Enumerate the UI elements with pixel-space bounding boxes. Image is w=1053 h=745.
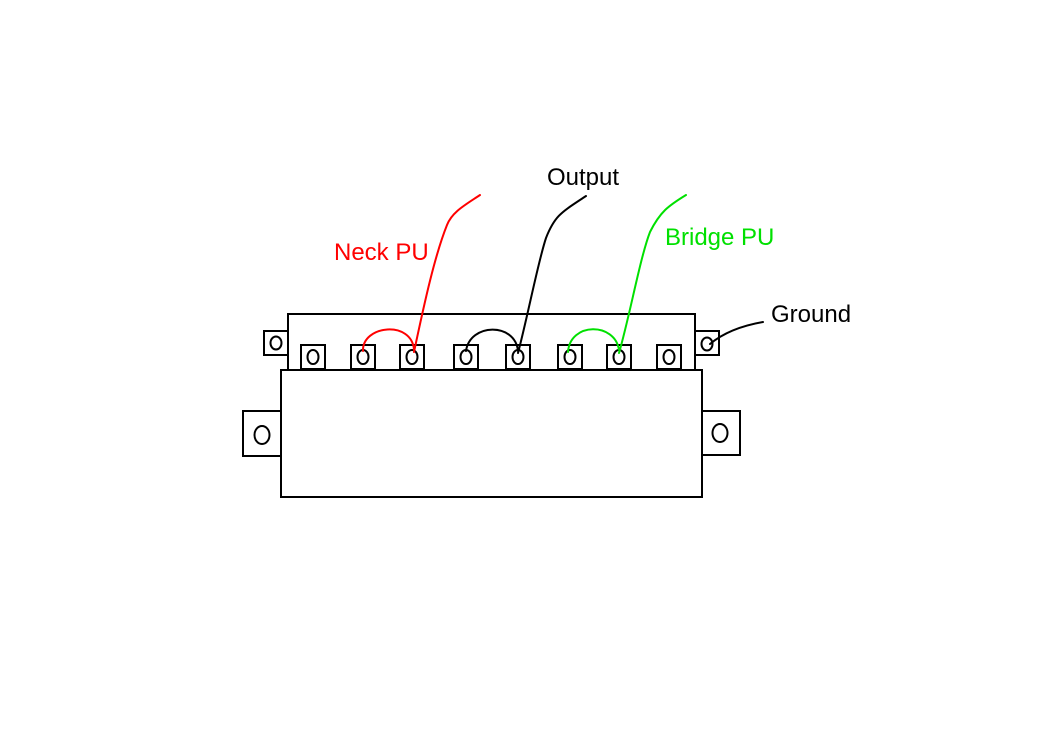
- neck-pu-label: Neck PU: [334, 239, 429, 266]
- terminal-8: [656, 344, 682, 370]
- top-left-tab: [263, 330, 289, 356]
- top-right-tab: [694, 330, 720, 356]
- terminal-6: [557, 344, 583, 370]
- switch-top-housing: [287, 313, 696, 371]
- terminal-1: [300, 344, 326, 370]
- ground-wire: [709, 321, 764, 345]
- ground-label: Ground: [771, 301, 851, 328]
- neck-pu-wire: [413, 194, 481, 353]
- output-label: Output: [547, 164, 619, 191]
- switch-body: [280, 369, 703, 498]
- bridge-jumper-wire: [567, 328, 620, 353]
- terminal-7: [606, 344, 632, 370]
- output-wire: [517, 195, 587, 354]
- bridge-pu-label: Bridge PU: [665, 224, 774, 251]
- neck-jumper-wire: [361, 328, 415, 352]
- bridge-pu-wire: [618, 194, 687, 354]
- terminal-3: [399, 344, 425, 370]
- right-mounting-tab: [701, 410, 741, 456]
- output-jumper-wire: [465, 328, 519, 352]
- left-mounting-tab: [242, 410, 282, 457]
